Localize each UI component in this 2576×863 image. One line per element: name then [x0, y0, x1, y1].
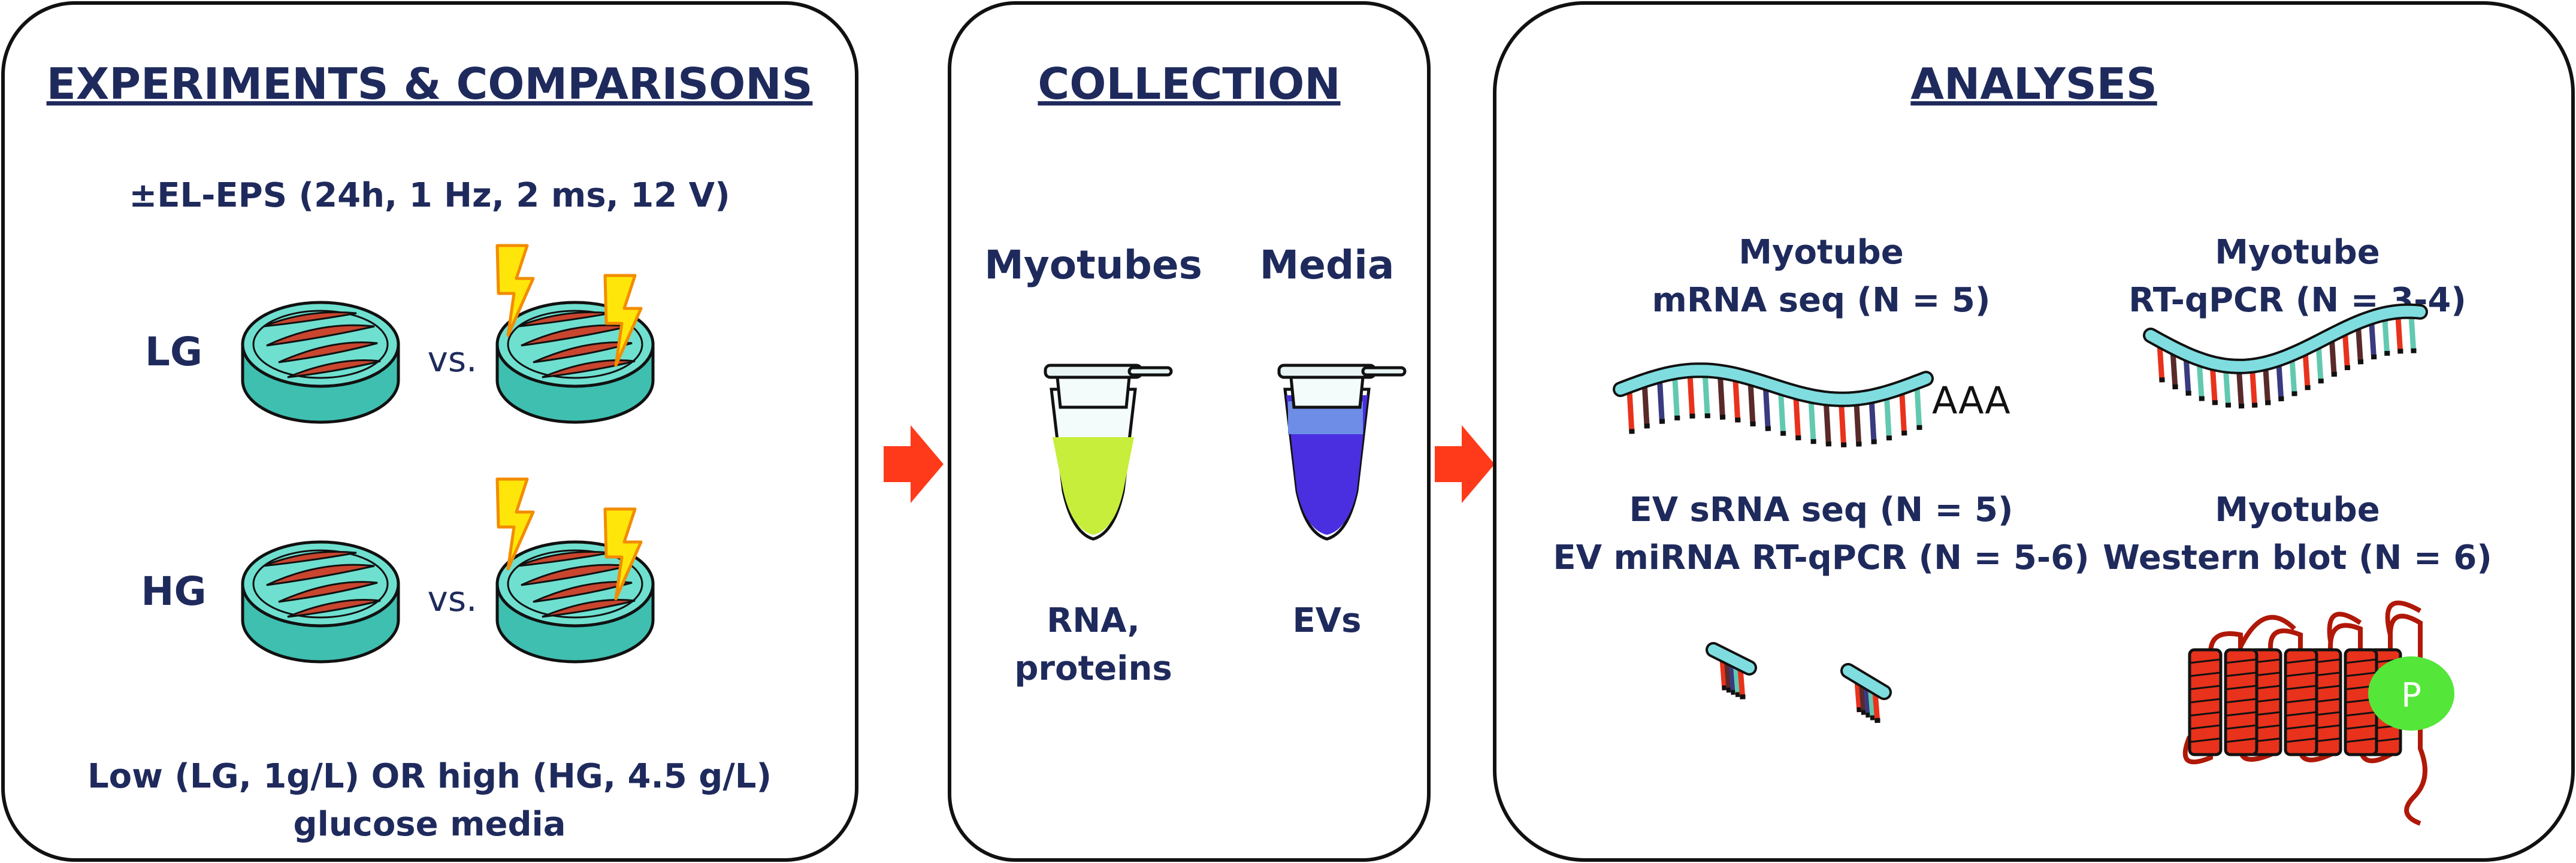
mrna-label-line2: mRNA seq (N = 5) — [1652, 281, 1990, 320]
dish-lg-control — [243, 302, 398, 422]
collection-panel-frame — [948, 1, 1431, 862]
rtqpcr-label-line1: Myotube — [2215, 233, 2380, 272]
media-conditions-line2: glucose media — [293, 805, 566, 844]
myotubes-header: Myotubes — [984, 242, 1202, 288]
vs-label-lg: vs. — [428, 339, 477, 380]
analyses-panel: ANALYSES Myotube mRNA seq (N = 5) AAA My… — [1493, 1, 2575, 862]
wb-label-line1: Myotube — [2215, 490, 2380, 529]
row-label-lg: LG — [145, 329, 202, 375]
analyses-title: ANALYSES — [1910, 59, 2157, 109]
arrow-icon — [1435, 425, 1495, 503]
wb-label-line2: Western blot (N = 6) — [2103, 538, 2492, 577]
rna-output-line2: proteins — [1014, 649, 1172, 688]
vs-label-hg: vs. — [428, 579, 477, 619]
stimulation-protocol: ±EL-EPS (24h, 1 Hz, 2 ms, 12 V) — [129, 176, 730, 215]
experiments-panel: EXPERIMENTS & COMPARISONS ±EL-EPS (24h, … — [1, 1, 858, 862]
ev-label-line2: EV miRNA RT-qPCR (N = 5-6) — [1553, 538, 2089, 577]
ev-label-line1: EV sRNA seq (N = 5) — [1629, 490, 2013, 529]
mrna-icon — [1613, 362, 1934, 448]
experiments-title: EXPERIMENTS & COMPARISONS — [47, 59, 813, 109]
mrna-icon — [2143, 303, 2428, 409]
phospho-group-icon: P — [2368, 656, 2454, 731]
phospho-label: P — [2401, 676, 2421, 715]
tube-icon — [1279, 365, 1405, 541]
collection-title: COLLECTION — [1038, 59, 1340, 109]
mirna-icon — [1706, 642, 1757, 700]
mrna-label-line1: Myotube — [1739, 233, 1903, 272]
dish-hg-control — [243, 542, 398, 662]
rna-output-line1: RNA, — [1047, 601, 1140, 640]
mirna-icon — [1840, 663, 1892, 723]
evs-output: EVs — [1293, 601, 1362, 640]
collection-panel: COLLECTION Myotubes Media RNA, proteins … — [948, 1, 1431, 862]
arrow-icon — [884, 425, 944, 503]
analyses-panel-frame — [1493, 1, 2575, 862]
row-label-hg: HG — [141, 568, 206, 614]
experiments-panel-frame — [1, 1, 858, 862]
tube-icon — [1045, 365, 1171, 541]
media-conditions-line1: Low (LG, 1g/L) OR high (HG, 4.5 g/L) — [87, 757, 772, 796]
polya-tail-label: AAA — [1932, 378, 2010, 422]
media-header: Media — [1260, 242, 1395, 288]
